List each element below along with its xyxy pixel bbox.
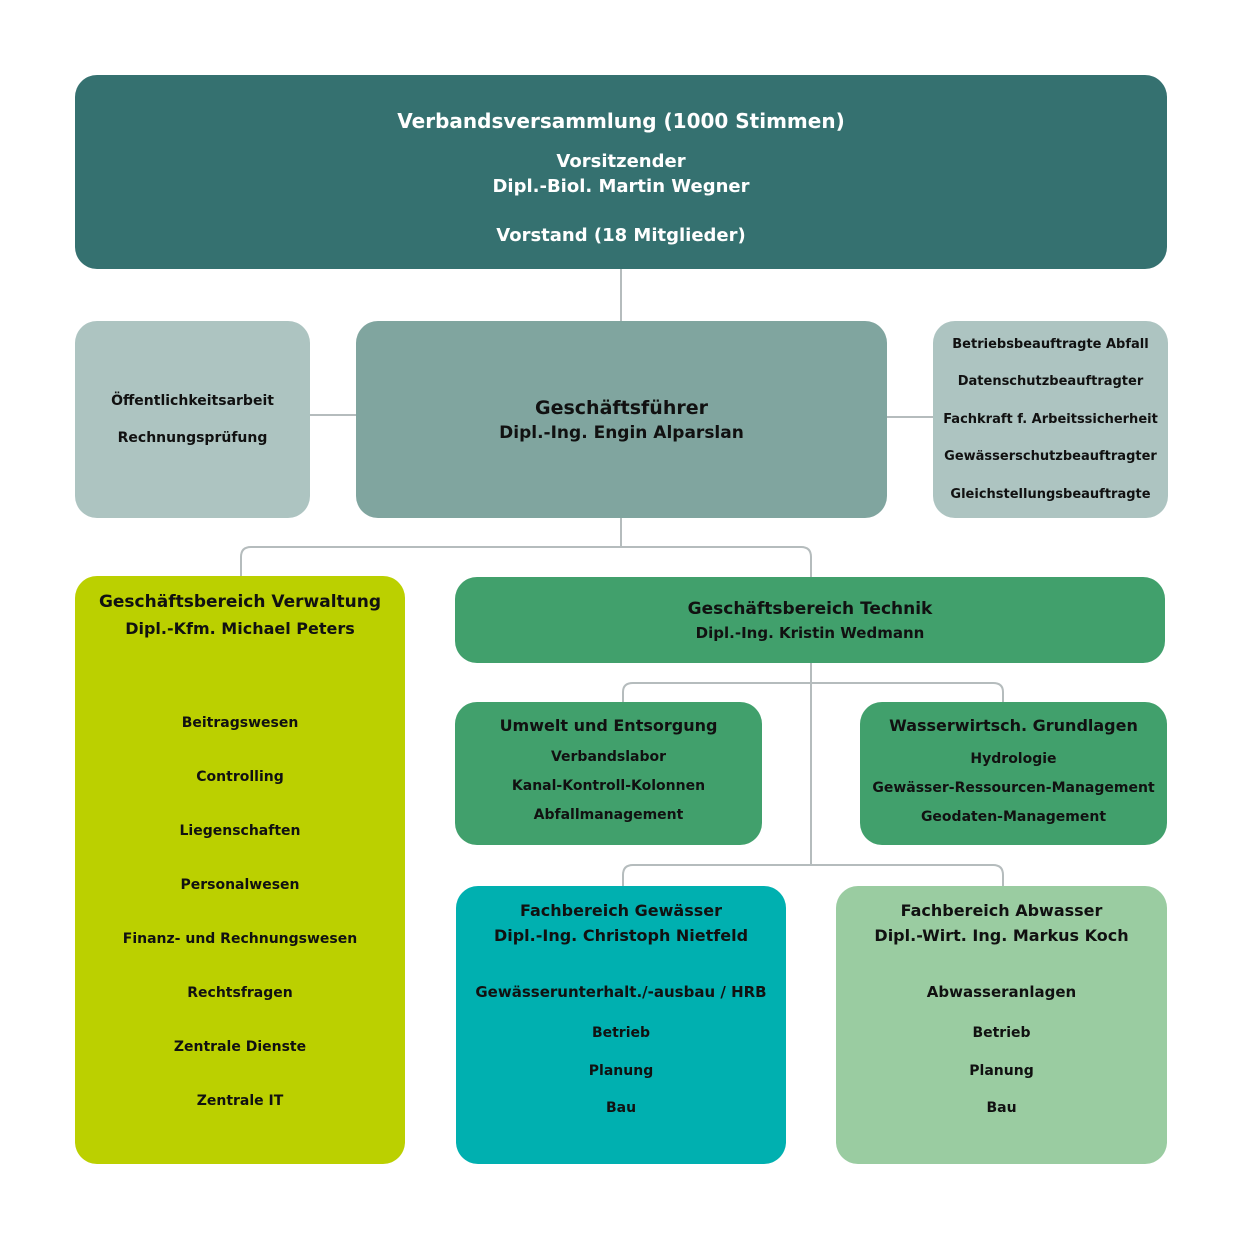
section-wasserwirtschaft-box: Wasserwirtsch. Grundlagen Hydrologie Gew… — [860, 702, 1167, 845]
section-umwelt-box: Umwelt und Entsorgung Verbandslabor Kana… — [455, 702, 762, 845]
assembly-chair-name: Dipl.-Biol. Martin Wegner — [492, 176, 750, 197]
wasserwirtschaft-item: Geodaten-Management — [920, 809, 1107, 825]
verwaltung-item: Zentrale IT — [196, 1093, 284, 1109]
staff-right-item: Fachkraft f. Arbeitssicherheit — [943, 411, 1158, 427]
umwelt-item: Verbandslabor — [550, 749, 667, 765]
assembly-box: Verbandsversammlung (1000 Stimmen) Vorsi… — [75, 75, 1167, 269]
fachbereich-gewaesser-title: Fachbereich Gewässer — [520, 901, 722, 920]
verwaltung-item: Beitragswesen — [181, 715, 299, 731]
staff-left-box: Öffentlichkeitsarbeit Rechnungsprüfung — [75, 321, 310, 518]
verwaltung-item: Rechtsfragen — [187, 985, 293, 1001]
division-technik-box: Geschäftsbereich Technik Dipl.-Ing. Kris… — [455, 577, 1165, 663]
division-verwaltung-box: Geschäftsbereich Verwaltung Dipl.-Kfm. M… — [75, 576, 405, 1164]
fachbereich-abwasser-items: Betrieb Planung Bau — [969, 1015, 1033, 1128]
manager-title: Geschäftsführer — [534, 396, 708, 419]
fachbereich-abwasser-box: Fachbereich Abwasser Dipl.-Wirt. Ing. Ma… — [836, 886, 1167, 1164]
fachbereich-gewaesser-subtitle: Gewässerunterhalt./-ausbau / HRB — [475, 983, 767, 1001]
abwasser-item: Betrieb — [972, 1025, 1031, 1041]
fachbereich-abwasser-subtitle: Abwasseranlagen — [926, 983, 1077, 1001]
division-technik-title: Geschäftsbereich Technik — [687, 598, 933, 619]
abwasser-item: Planung — [969, 1062, 1034, 1079]
division-verwaltung-name: Dipl.-Kfm. Michael Peters — [125, 619, 355, 638]
staff-right-item: Betriebsbeauftragte Abfall — [952, 336, 1149, 352]
staff-right-item: Datenschutzbeauftragter — [957, 374, 1144, 390]
staff-right-box: Betriebsbeauftragte Abfall Datenschutzbe… — [933, 321, 1168, 518]
staff-right-item: Gleichstellungsbeauftragte — [950, 486, 1151, 502]
verwaltung-item: Controlling — [196, 769, 284, 785]
fachbereich-abwasser-name: Dipl.-Wirt. Ing. Markus Koch — [874, 926, 1129, 945]
fachbereich-abwasser-title: Fachbereich Abwasser — [900, 901, 1103, 920]
assembly-chair-role: Vorsitzender — [556, 151, 686, 172]
gewaesser-item: Planung — [588, 1062, 654, 1079]
manager-name: Dipl.-Ing. Engin Alparslan — [499, 422, 744, 443]
staff-right-item: Gewässerschutzbeauftragter — [944, 449, 1157, 465]
manager-box: Geschäftsführer Dipl.-Ing. Engin Alparsl… — [356, 321, 887, 518]
verwaltung-item: Finanz- und Rechnungswesen — [122, 931, 358, 947]
staff-left-item: Rechnungsprüfung — [117, 429, 268, 446]
connector-divisions — [240, 546, 812, 577]
division-technik-name: Dipl.-Ing. Kristin Wedmann — [695, 623, 925, 642]
division-verwaltung-title: Geschäftsbereich Verwaltung — [98, 592, 382, 612]
umwelt-item: Abfallmanagement — [533, 807, 684, 823]
verwaltung-item: Zentrale Dienste — [173, 1039, 307, 1055]
connector-technik-sections — [622, 682, 1004, 702]
wasserwirtschaft-item: Hydrologie — [970, 751, 1057, 767]
wasserwirtschaft-item: Gewässer-Ressourcen-Management — [872, 780, 1155, 796]
section-wasserwirtschaft-title: Wasserwirtsch. Grundlagen — [889, 716, 1138, 735]
gewaesser-item: Betrieb — [591, 1025, 651, 1041]
connector-technik-fachbereiche — [622, 864, 1004, 886]
division-verwaltung-items: Beitragswesen Controlling Liegenschaften… — [123, 696, 357, 1128]
section-wasserwirtschaft-items: Hydrologie Gewässer-Ressourcen-Managemen… — [872, 745, 1154, 832]
umwelt-item: Kanal-Kontroll-Kolonnen — [511, 778, 706, 794]
fachbereich-gewaesser-name: Dipl.-Ing. Christoph Nietfeld — [493, 926, 749, 945]
fachbereich-gewaesser-box: Fachbereich Gewässer Dipl.-Ing. Christop… — [456, 886, 786, 1164]
gewaesser-item: Bau — [605, 1100, 637, 1116]
verwaltung-item: Liegenschaften — [179, 823, 301, 839]
section-umwelt-items: Verbandslabor Kanal-Kontroll-Kolonnen Ab… — [512, 743, 705, 830]
assembly-board: Vorstand (18 Mitglieder) — [496, 225, 746, 246]
section-umwelt-title: Umwelt und Entsorgung — [499, 716, 718, 735]
staff-left-item: Öffentlichkeitsarbeit — [111, 392, 274, 409]
abwasser-item: Bau — [986, 1100, 1017, 1116]
verwaltung-item: Personalwesen — [180, 877, 300, 893]
assembly-title: Verbandsversammlung (1000 Stimmen) — [397, 109, 845, 133]
fachbereich-gewaesser-items: Betrieb Planung Bau — [589, 1015, 653, 1128]
